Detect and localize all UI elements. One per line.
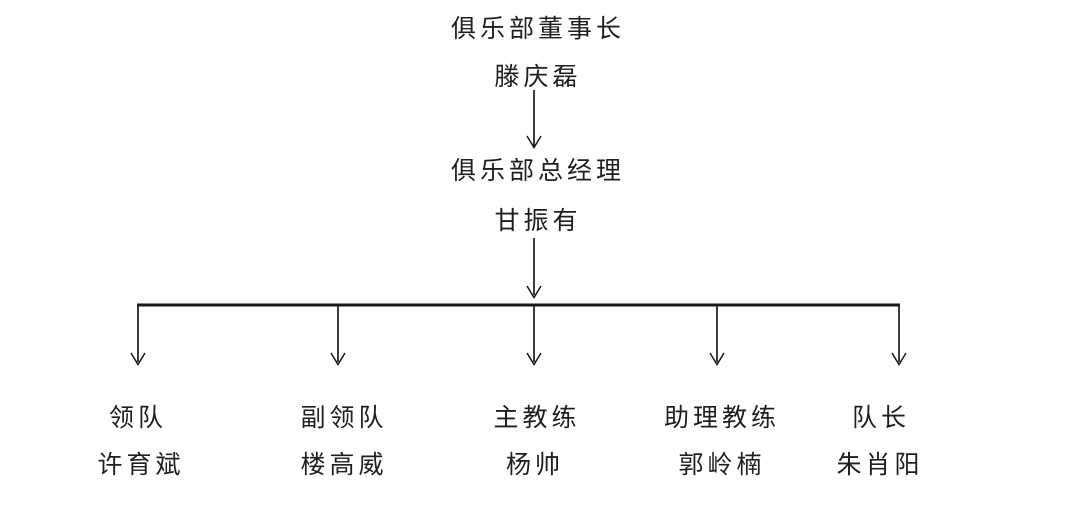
arrow-gm-to-bus (526, 238, 542, 299)
node-leader-name: 许育斌 (97, 450, 185, 479)
node-leader-title: 领队 (108, 403, 168, 432)
arrow-branch-1 (130, 305, 146, 366)
node-assistant-coach-name: 郭岭楠 (678, 450, 766, 479)
node-deputy-leader-name: 楼高威 (300, 450, 388, 479)
node-assistant-coach-title: 助理教练 (663, 403, 781, 432)
arrow-chairman-to-gm (526, 90, 542, 149)
node-head-coach-name: 杨帅 (505, 450, 565, 479)
node-chairman-name: 滕庆磊 (494, 62, 582, 91)
node-gm-name: 甘振有 (494, 206, 582, 235)
node-gm-title: 俱乐部总经理 (450, 156, 626, 185)
node-deputy-leader-title: 副领队 (300, 403, 388, 432)
arrow-branch-3 (526, 305, 542, 366)
node-captain-name: 朱肖阳 (836, 450, 924, 479)
node-captain-title: 队长 (851, 403, 911, 432)
arrow-branch-5 (891, 305, 907, 366)
node-head-coach-title: 主教练 (493, 403, 581, 432)
node-chairman-title: 俱乐部董事长 (450, 14, 626, 43)
arrow-branch-2 (330, 305, 346, 366)
arrow-branch-4 (709, 305, 725, 366)
